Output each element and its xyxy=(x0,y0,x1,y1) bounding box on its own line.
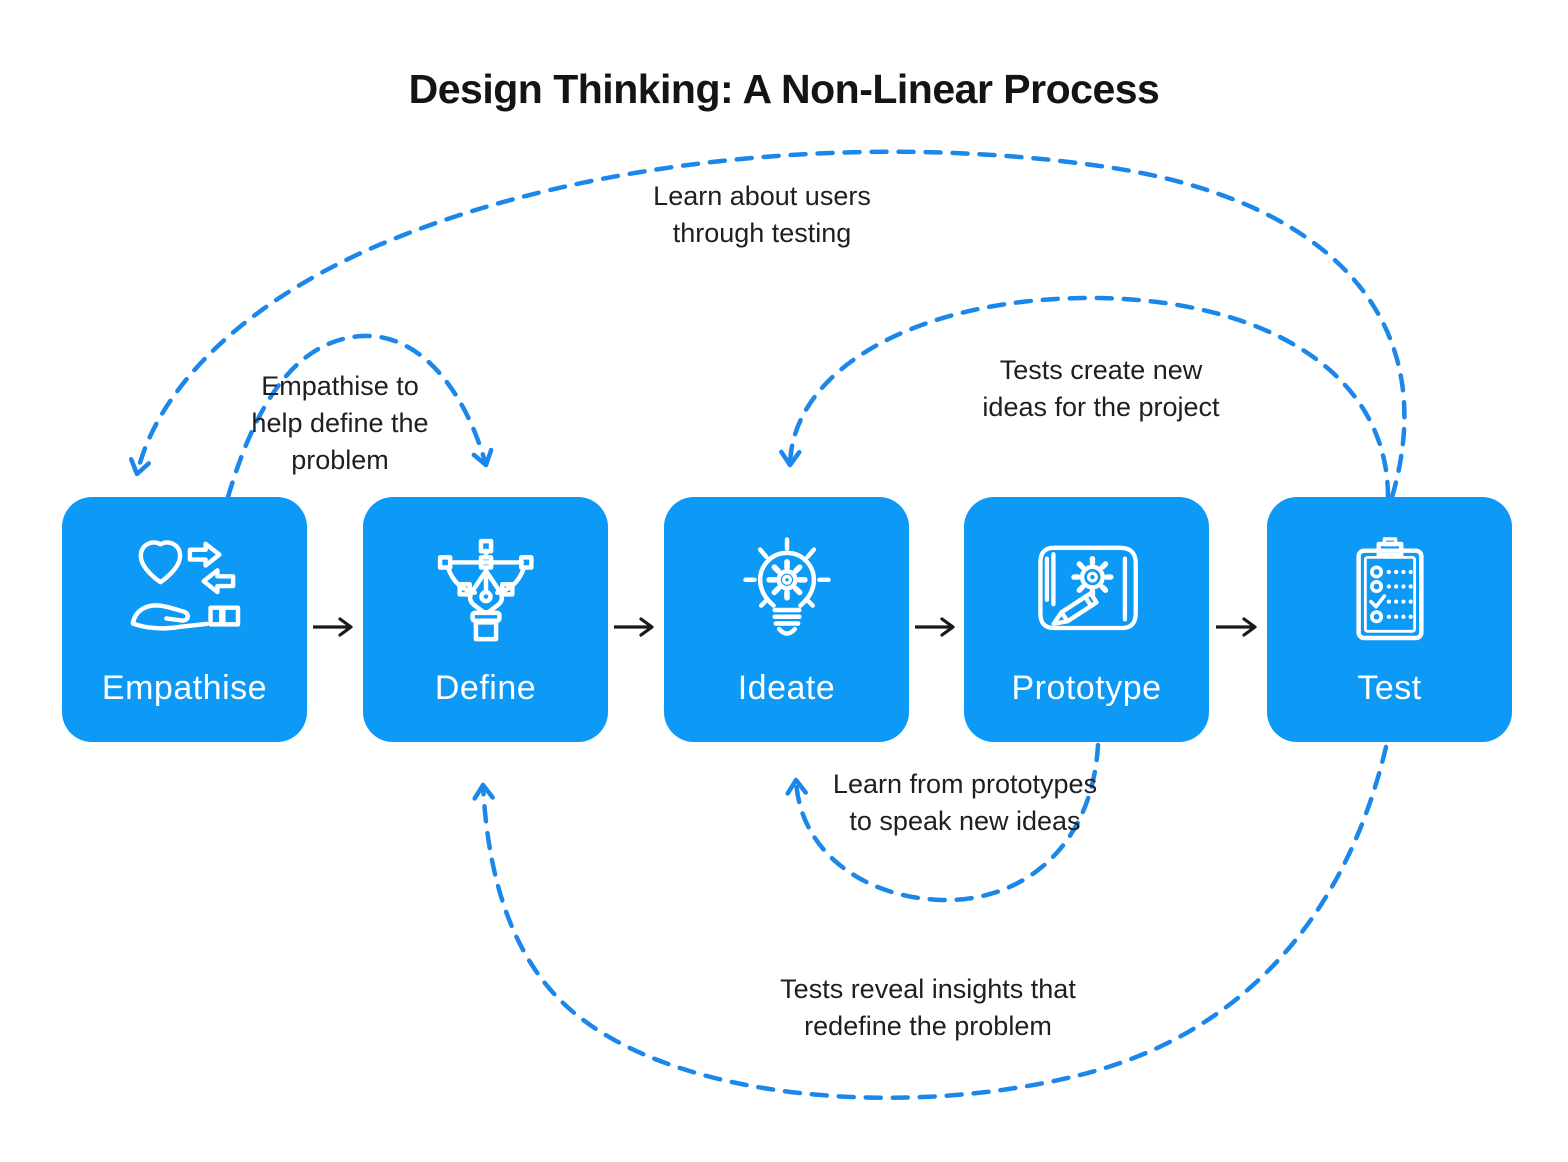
stage-label-define: Define xyxy=(434,669,537,707)
annotation-test-to-empathise: Learn about users through testing xyxy=(653,178,871,252)
clipboard-checklist-icon xyxy=(1355,537,1424,641)
annotation-line: Tests create new xyxy=(999,355,1203,385)
annotation-test-to-ideate: Tests create new ideas for the project xyxy=(982,352,1219,426)
stage-box-empathise: Empathise xyxy=(62,497,307,742)
annotation-line: problem xyxy=(291,445,389,475)
stage-box-ideate: Ideate xyxy=(664,497,909,742)
stage-box-define: Define xyxy=(363,497,608,742)
stage-box-test: Test xyxy=(1267,497,1512,742)
annotation-line: Learn from prototypes xyxy=(832,769,1098,799)
stage-label-empathise: Empathise xyxy=(101,669,268,707)
blueprint-gear-pencil-icon xyxy=(1037,545,1138,631)
stage-label-ideate: Ideate xyxy=(737,669,836,707)
annotation-empathise-to-define: Empathise to help define the problem xyxy=(251,368,428,479)
annotation-prototype-to-ideate: Learn from prototypes to speak new ideas xyxy=(833,766,1097,840)
annotation-test-to-define: Tests reveal insights that redefine the … xyxy=(780,971,1076,1045)
hand-heart-exchange-icon xyxy=(130,540,240,631)
annotation-line: help define the xyxy=(251,408,429,438)
stage-label-prototype: Prototype xyxy=(1011,669,1162,707)
annotation-line: Tests reveal insights that xyxy=(780,974,1076,1004)
annotation-line: to speak new ideas xyxy=(849,806,1081,836)
annotation-line: Learn about users xyxy=(653,181,871,211)
lightbulb-gear-icon xyxy=(742,537,831,636)
annotation-line: redefine the problem xyxy=(804,1011,1052,1041)
stage-box-prototype: Prototype xyxy=(964,497,1209,742)
page-title: Design Thinking: A Non-Linear Process xyxy=(408,66,1160,112)
pen-tool-icon xyxy=(437,538,534,642)
annotation-line: Empathise to xyxy=(261,371,419,401)
stage-label-test: Test xyxy=(1357,669,1422,707)
annotation-line: through testing xyxy=(672,218,852,248)
annotation-line: ideas for the project xyxy=(982,392,1220,422)
